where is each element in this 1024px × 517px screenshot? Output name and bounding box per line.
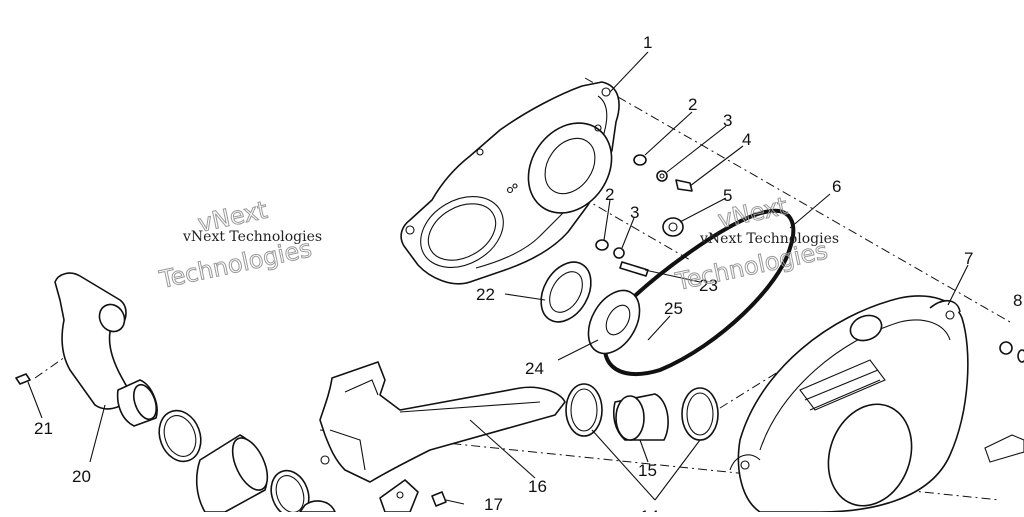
callout-23: 23 — [699, 276, 718, 295]
watermark-company: vNext Technologies — [182, 229, 322, 245]
callout-15: 15 — [638, 461, 657, 480]
bolt-17 — [431, 491, 447, 507]
callout-1: 1 — [643, 33, 652, 52]
callout-7: 7 — [964, 249, 973, 268]
coupler-and-clamps — [565, 383, 719, 441]
watermark-left: vNext vNext Technologies Technologies — [156, 195, 322, 294]
callout-17: 17 — [484, 495, 503, 512]
callout-21: 21 — [34, 419, 53, 438]
left-clamps-tubes — [158, 409, 336, 517]
callout-2b: 2 — [605, 185, 614, 204]
intake-duct — [54, 272, 158, 427]
callout-3b: 3 — [630, 203, 639, 222]
callout-5: 5 — [723, 186, 732, 205]
leader-lines — [27, 51, 969, 505]
drive-belt — [603, 208, 796, 377]
screw-21 — [15, 373, 31, 385]
clutch-plate — [587, 289, 641, 355]
callout-8: 8 — [1013, 291, 1022, 310]
callout-22: 22 — [476, 285, 495, 304]
inner-cover-plate — [400, 81, 620, 285]
callout-14: 14 — [640, 507, 659, 512]
washers-8 — [999, 341, 1024, 363]
callout-2: 2 — [688, 95, 697, 114]
seal-ring — [540, 261, 592, 323]
watermark-company-2: vNext Technologies — [699, 231, 839, 247]
callout-16: 16 — [528, 477, 547, 496]
outer-clutch-cover — [729, 295, 1024, 513]
fastener-hardware — [595, 154, 693, 277]
callout-4: 4 — [742, 130, 751, 149]
callout-6: 6 — [832, 177, 841, 196]
air-duct — [319, 361, 566, 513]
callout-24: 24 — [525, 359, 544, 378]
callout-3: 3 — [723, 111, 732, 130]
callout-25: 25 — [664, 299, 683, 318]
callout-20: 20 — [72, 467, 91, 486]
